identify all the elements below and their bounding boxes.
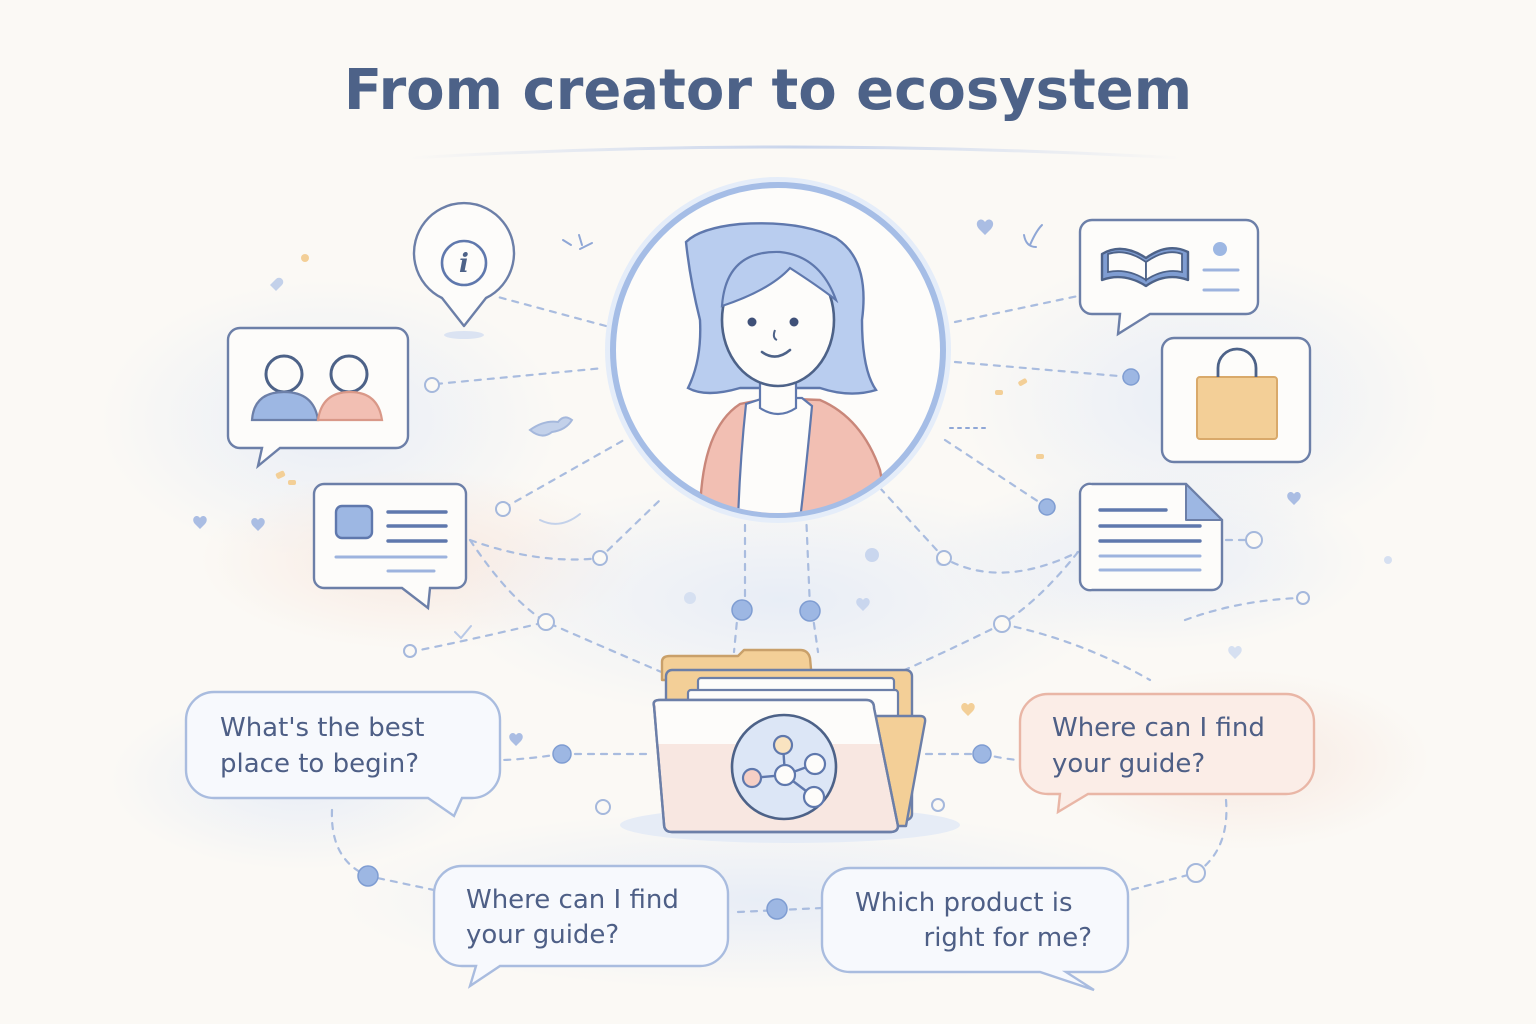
question-guide-left-line1: Where can I find xyxy=(466,885,679,915)
question-product-line1: Which product is xyxy=(855,888,1072,918)
question-bubble-begin: What's the best place to begin? xyxy=(184,690,502,818)
info-pin-icon: i xyxy=(412,201,516,339)
question-product-line2: right for me? xyxy=(924,923,1093,953)
question-guide-right-line2: your guide? xyxy=(1052,749,1205,779)
open-book-icon xyxy=(1078,218,1260,337)
shopping-bag-icon xyxy=(1160,336,1312,464)
decor-strokes xyxy=(454,224,1043,640)
question-bubble-guide-left: Where can I find your guide? xyxy=(432,864,730,989)
question-begin-line2: place to begin? xyxy=(220,749,419,779)
svg-text:i: i xyxy=(459,249,469,279)
question-guide-right-line1: Where can I find xyxy=(1052,713,1265,743)
community-icon xyxy=(226,326,410,470)
question-bubble-guide-right: Where can I find your guide? xyxy=(1018,692,1316,815)
question-begin-line1: What's the best xyxy=(220,713,424,743)
document-icon xyxy=(1078,482,1224,592)
connector-nodes xyxy=(357,368,1310,920)
article-card-icon xyxy=(312,482,468,611)
folder-network-icon xyxy=(620,648,960,843)
diagram-title: From creator to ecosystem xyxy=(343,58,1193,123)
title-underline xyxy=(409,145,1181,160)
question-guide-left-line2: your guide? xyxy=(466,920,619,950)
creator-avatar-icon xyxy=(605,177,951,523)
question-bubble-product: Which product is right for me? xyxy=(820,866,1130,992)
